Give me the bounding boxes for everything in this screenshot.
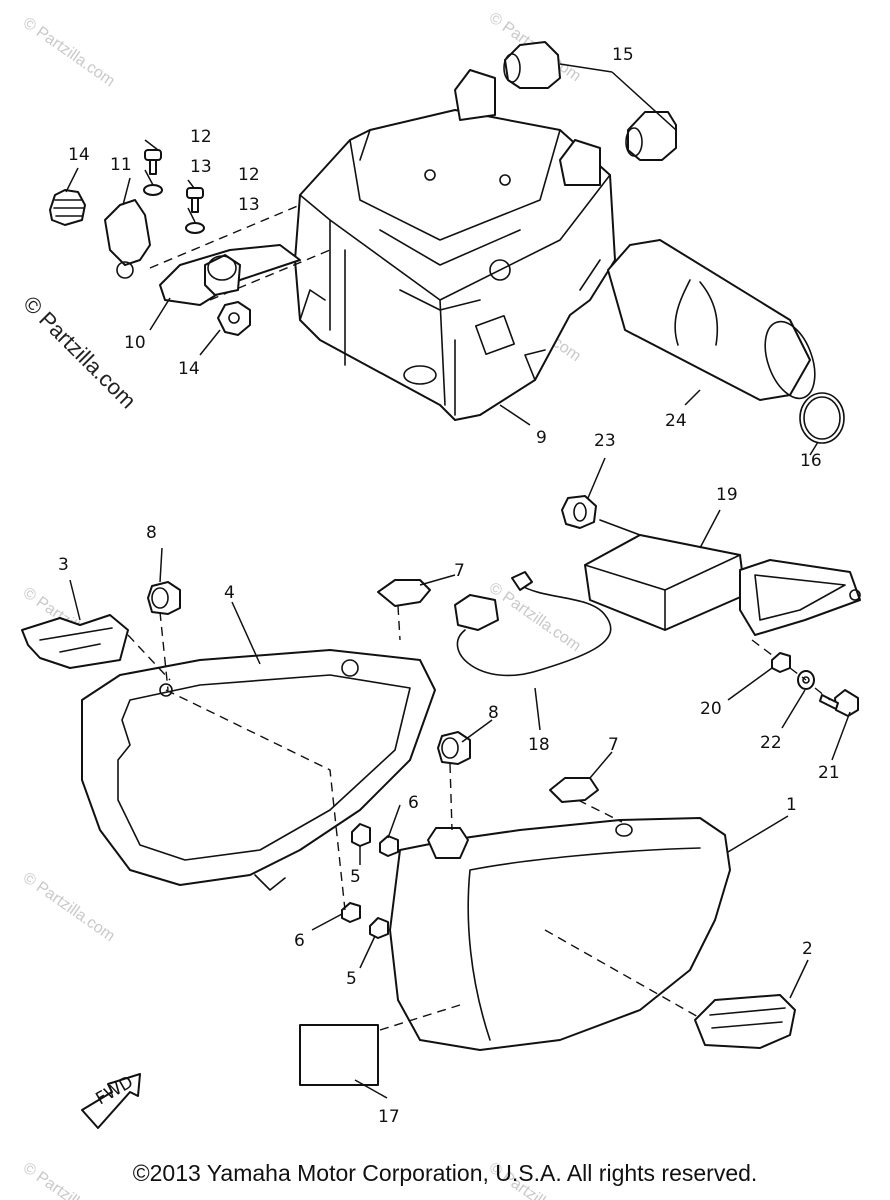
nut-20 [771,652,791,673]
air-filter-case [294,69,616,421]
callout-5: 5 [350,867,361,887]
callout-19: 19 [716,485,738,505]
bolt-21 [819,689,859,717]
callout-13: 13 [190,157,212,177]
label-17 [299,1024,379,1086]
callout-24: 24 [665,411,687,431]
watermark: © Partzilla.com [20,869,118,945]
leader-lines [65,63,851,1099]
cdi-unit-19 [584,534,861,636]
callout-12: 12 [190,127,212,147]
bushing-15b [625,111,677,161]
callout-7: 7 [608,735,619,755]
wire-lead-18 [454,571,612,677]
callout-18: 18 [528,735,550,755]
grommet-14b [217,301,251,336]
side-watermark: © Partzilla.com [18,291,141,414]
damper-8a [147,581,181,615]
callout-3: 3 [58,555,69,575]
callout-14: 14 [178,359,200,379]
callout-20: 20 [700,699,722,719]
nut-6a [379,835,399,857]
nut-6b [341,902,361,923]
side-cover-1 [389,817,731,1051]
callout-6: 6 [408,793,419,813]
callout-14: 14 [68,145,90,165]
o-ring-16 [799,392,845,444]
bracket-3 [21,614,129,669]
assembly-lines [127,605,831,1031]
callout-1: 1 [786,795,797,815]
grommet-14a [49,189,86,226]
callout-10: 10 [124,333,146,353]
grommet-7b [549,777,599,803]
callout-6: 6 [294,931,305,951]
callout-numbers: 12 13 12 13 14 11 10 14 15 9 24 16 23 19… [58,45,840,1127]
side-cover-4 [81,649,436,891]
nut-5b [369,917,389,939]
washer-13b [185,222,205,234]
callout-7: 7 [454,561,465,581]
grommet-7a [377,579,431,607]
damper-2 [694,994,796,1049]
callout-16: 16 [800,451,822,471]
filter-element-24 [607,239,816,401]
watermark: © Partzilla.com [20,14,118,90]
damper-8b [437,731,471,765]
callout-5: 5 [346,969,357,989]
callout-8: 8 [488,703,499,723]
callout-4: 4 [224,583,235,603]
callout-8: 8 [146,523,157,543]
nut-5a [351,823,371,847]
bracket-assembly [104,199,331,306]
callout-12: 12 [238,165,260,185]
grommet-23 [561,495,641,536]
copyright-notice: ©2013 Yamaha Motor Corporation, U.S.A. A… [132,1160,758,1186]
bolt-12b [186,187,204,213]
callout-9: 9 [536,428,547,448]
callout-22: 22 [760,733,782,753]
bolt-12a [144,149,162,175]
callout-13: 13 [238,195,260,215]
bushing-15a [503,41,561,89]
washer-13a [143,184,163,196]
callout-23: 23 [594,431,616,451]
callout-21: 21 [818,763,840,783]
callout-2: 2 [802,939,813,959]
callout-15: 15 [612,45,634,65]
fwd-arrow: FWD [81,1072,141,1129]
callout-11: 11 [110,155,132,175]
callout-17: 17 [378,1107,400,1127]
